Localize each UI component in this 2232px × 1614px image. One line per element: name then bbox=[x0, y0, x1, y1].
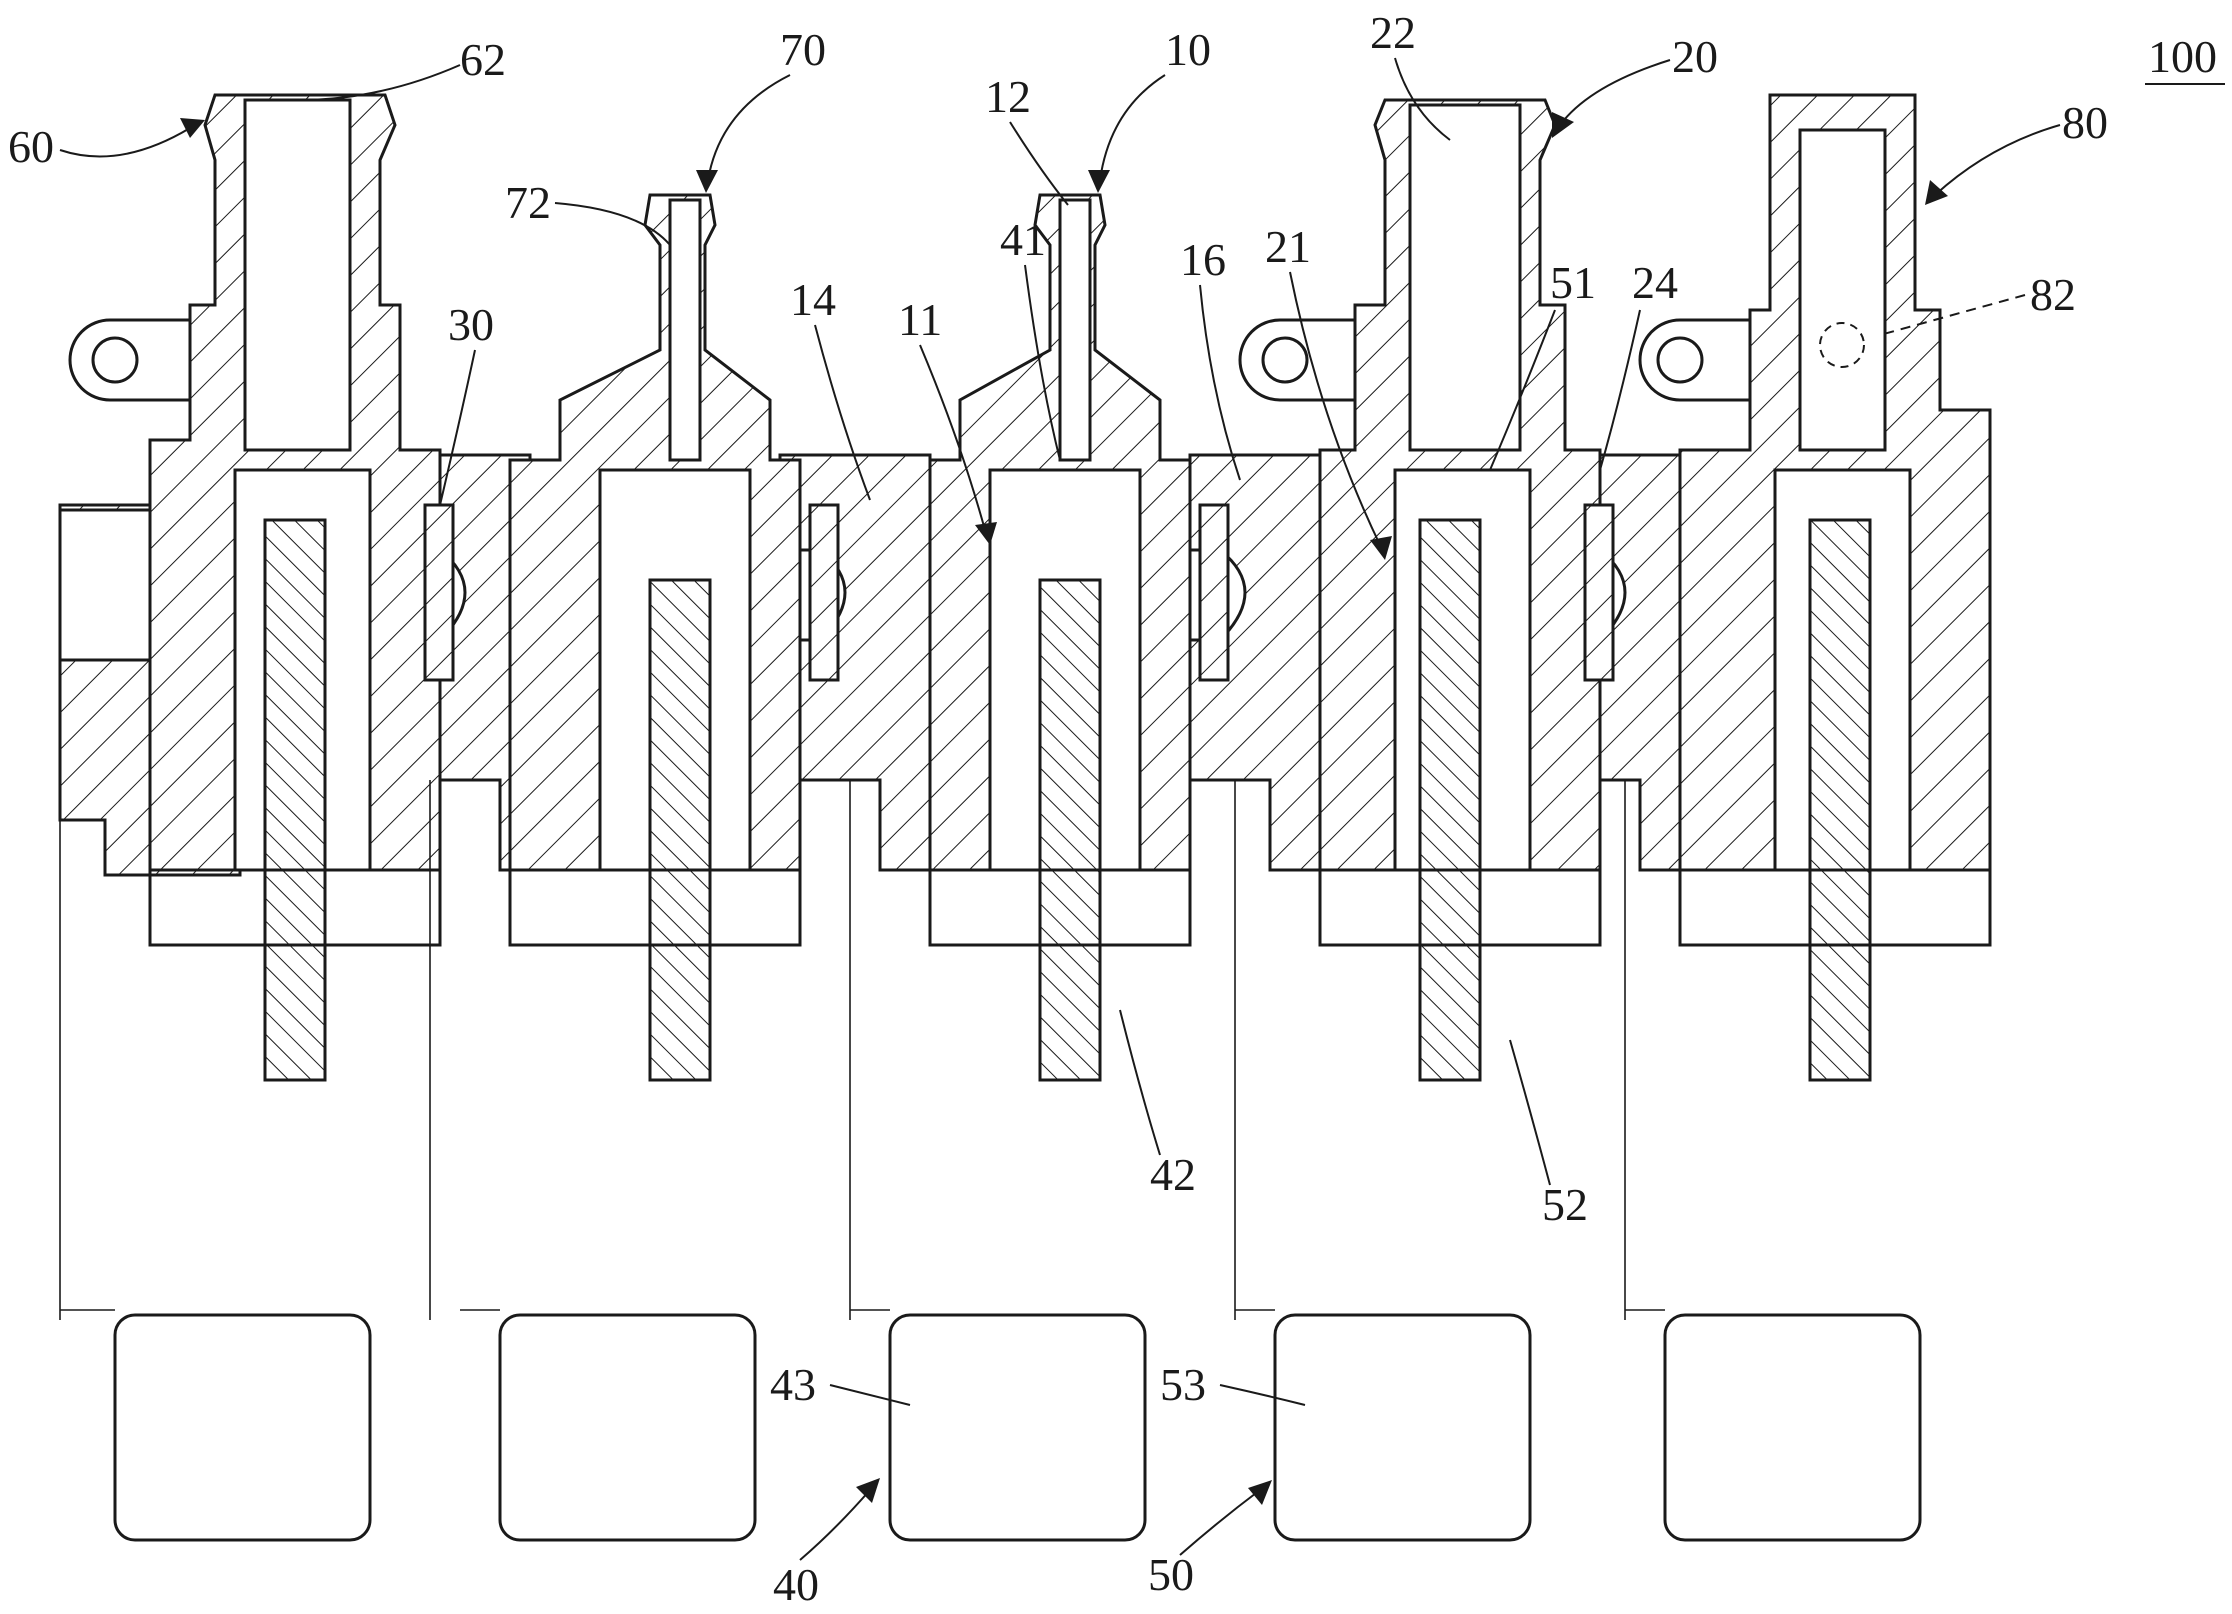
lower-flanges bbox=[59, 780, 1992, 1320]
check-discs bbox=[423, 503, 1615, 682]
label-30: 30 bbox=[448, 299, 494, 350]
label-60: 60 bbox=[8, 121, 54, 172]
label-24: 24 bbox=[1632, 257, 1678, 308]
label-42: 42 bbox=[1150, 1149, 1196, 1200]
label-43: 43 bbox=[770, 1359, 816, 1410]
valve-station-20 bbox=[1273, 98, 1602, 1542]
label-14: 14 bbox=[790, 274, 836, 325]
label-40: 40 bbox=[773, 1559, 819, 1610]
valve-station-10 bbox=[888, 193, 1192, 1542]
label-22: 22 bbox=[1370, 7, 1416, 58]
label-11: 11 bbox=[898, 294, 942, 345]
reference-labels: 100 60 62 70 72 30 14 11 41 12 10 16 21 … bbox=[8, 7, 2225, 1610]
label-51: 51 bbox=[1550, 257, 1596, 308]
label-53: 53 bbox=[1160, 1359, 1206, 1410]
label-52: 52 bbox=[1542, 1179, 1588, 1230]
label-62: 62 bbox=[460, 34, 506, 85]
label-80: 80 bbox=[2062, 97, 2108, 148]
label-50: 50 bbox=[1148, 1549, 1194, 1600]
valve-station-60 bbox=[113, 93, 442, 1542]
label-82: 82 bbox=[2030, 269, 2076, 320]
label-70: 70 bbox=[780, 24, 826, 75]
mounting-lugs bbox=[68, 318, 1752, 402]
label-20: 20 bbox=[1672, 31, 1718, 82]
valve-station-80 bbox=[1663, 93, 1992, 1542]
label-10: 10 bbox=[1165, 24, 1211, 75]
label-72: 72 bbox=[505, 177, 551, 228]
label-16: 16 bbox=[1180, 234, 1226, 285]
label-figure-100: 100 bbox=[2148, 31, 2217, 82]
valve-station-70 bbox=[498, 193, 802, 1542]
label-41: 41 bbox=[1000, 214, 1046, 265]
label-12: 12 bbox=[985, 71, 1031, 122]
label-21: 21 bbox=[1265, 221, 1311, 272]
